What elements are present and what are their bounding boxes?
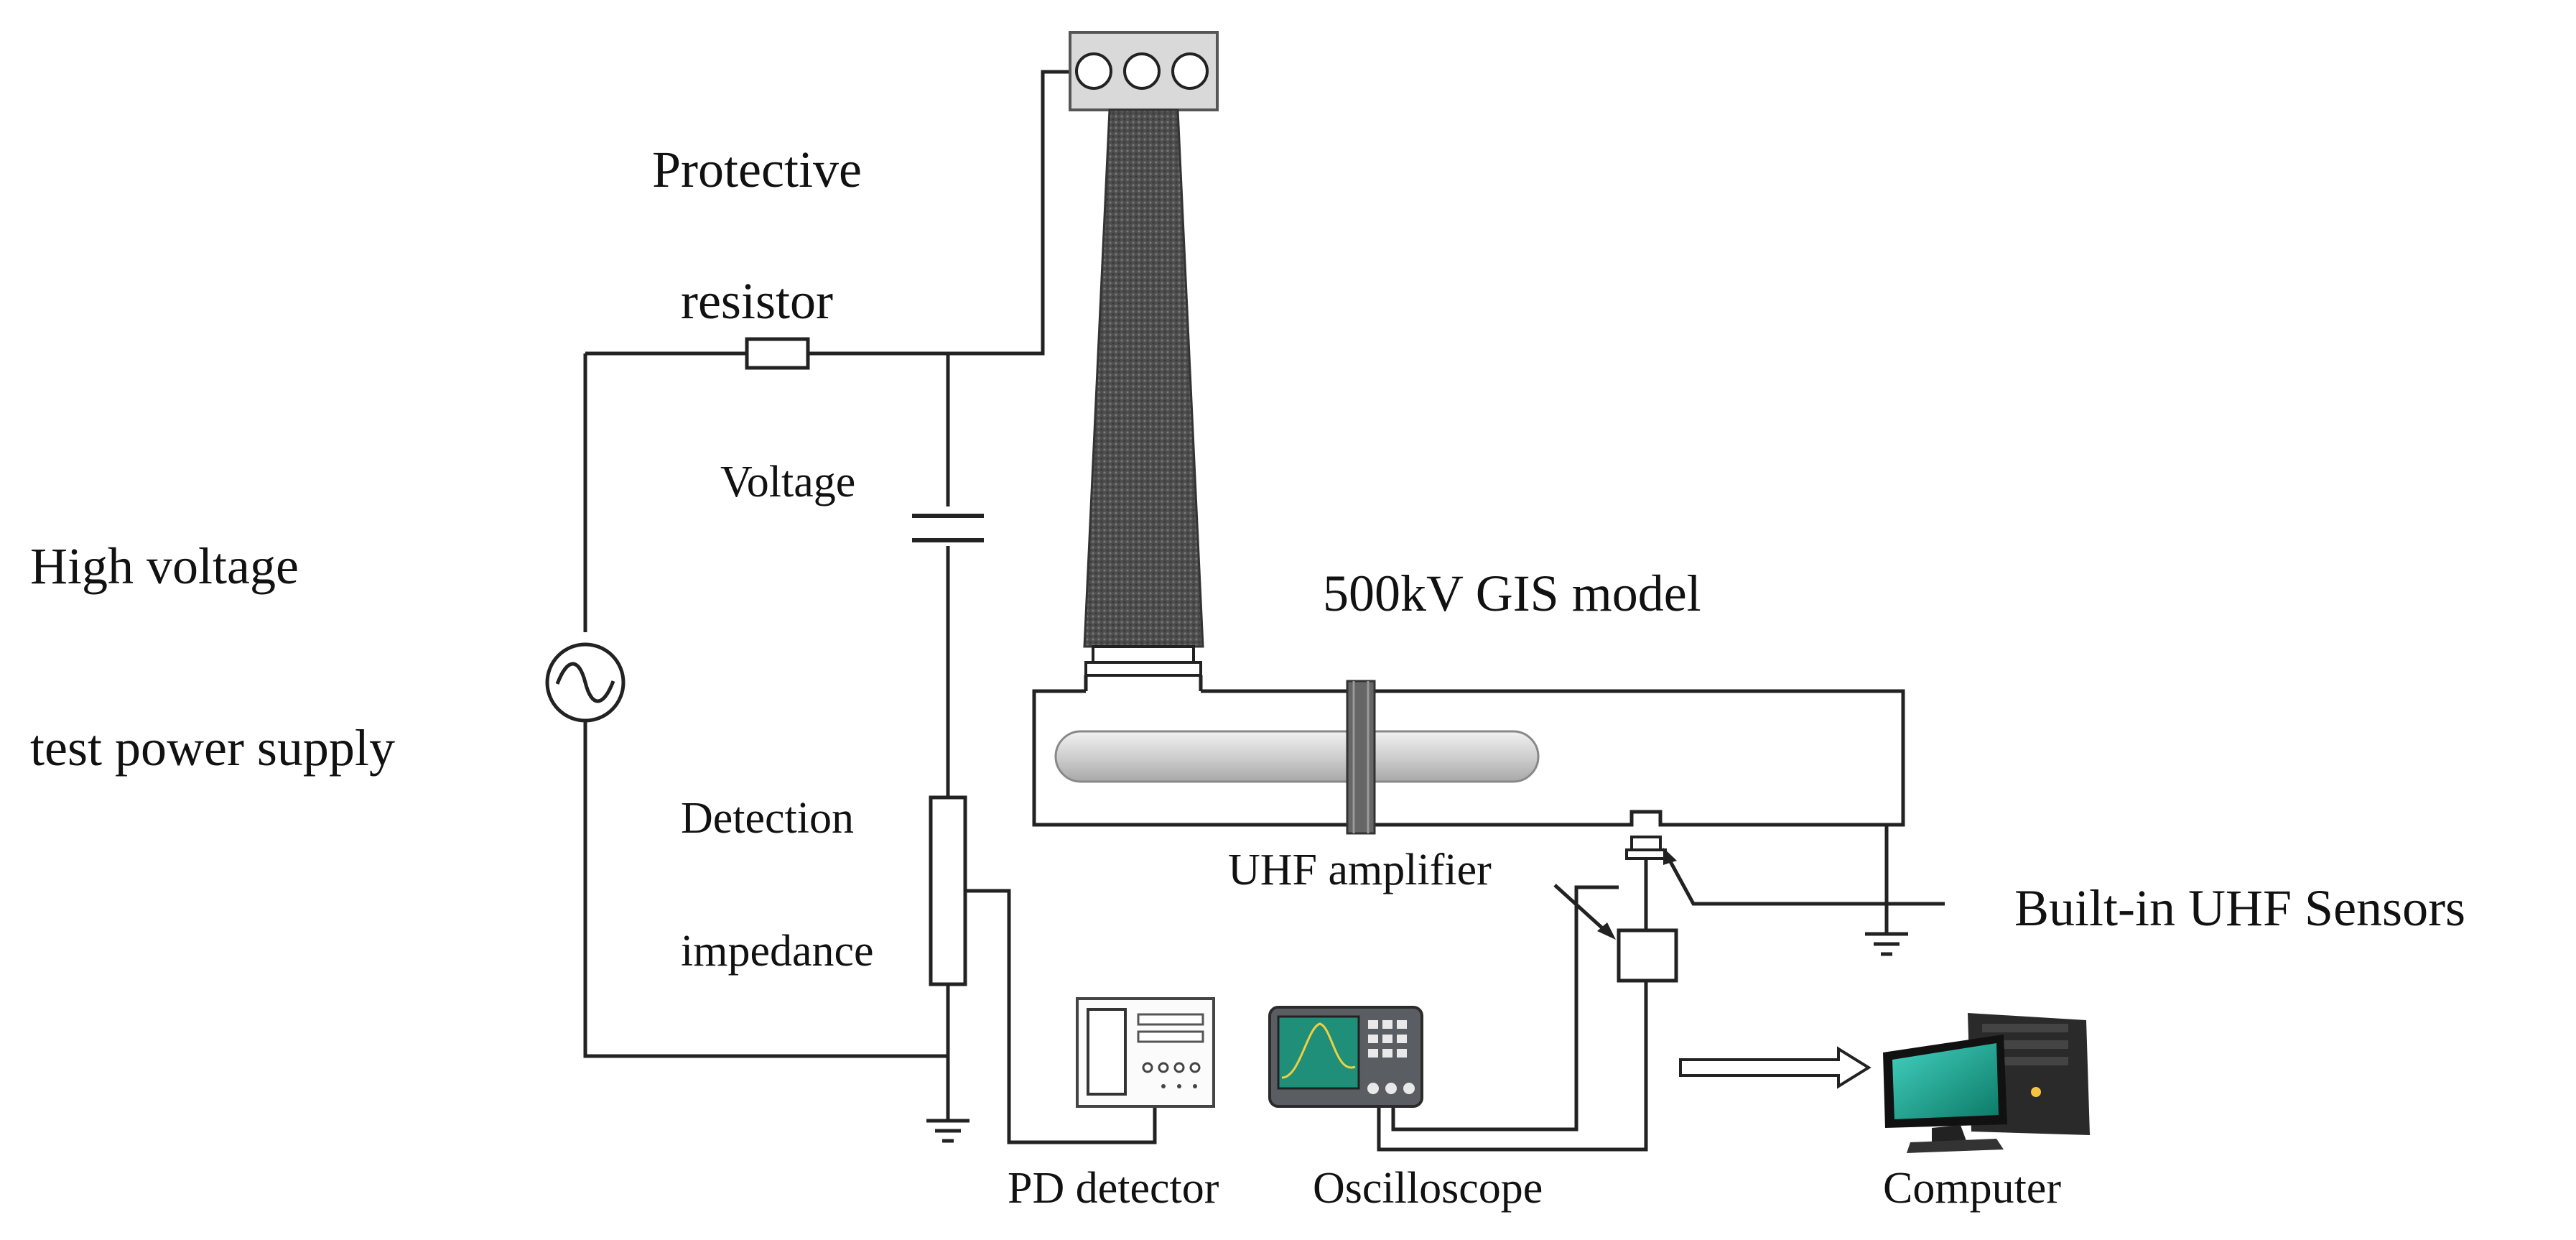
- label-detection-impedance-1: Detection: [681, 794, 855, 843]
- gis-spacer-insulator: [1346, 680, 1376, 835]
- uhf-amplifier-box: [1617, 928, 1678, 983]
- gis-enclosure: [1032, 675, 1905, 835]
- label-detection-impedance-2: impedance: [681, 927, 874, 976]
- label-uhf-amplifier: UHF amplifier: [1228, 846, 1492, 894]
- pd-detector-icon: [1076, 997, 1215, 1108]
- oscilloscope-icon: [1268, 1006, 1423, 1108]
- hv-bushing: [1069, 31, 1219, 677]
- amp-output-wire: [1377, 981, 1648, 1152]
- gis-conductor: [1054, 730, 1540, 783]
- label-voltage: Voltage: [720, 458, 856, 506]
- capacitor-icon: [912, 514, 984, 542]
- label-uhf-sensors: Built-in UHF Sensors: [2014, 879, 2466, 937]
- uhf-sensor-callout: [1665, 855, 1945, 906]
- label-pd-detector: PD detector: [1008, 1164, 1219, 1213]
- label-oscilloscope: Oscilloscope: [1313, 1164, 1543, 1213]
- resistor-icon: [745, 337, 810, 370]
- computer-icon: [1883, 1013, 2090, 1153]
- ac-source-icon: [545, 632, 626, 723]
- uhf-sensor: [1625, 836, 1667, 860]
- detection-output-wire: [965, 889, 1157, 1144]
- label-protective-resistor-2: resistor: [681, 272, 833, 330]
- label-gis-model: 500kV GIS model: [1323, 565, 1701, 622]
- detection-impedance-block: [929, 795, 967, 986]
- ground-icon: [926, 1119, 970, 1143]
- label-hv-supply-1: High voltage: [30, 537, 299, 595]
- ground-icon: [1865, 932, 1908, 956]
- label-protective-resistor-1: Protective: [652, 141, 862, 198]
- amp-to-scope-wire: [1391, 885, 1619, 1132]
- uhf-amp-callout: [1553, 884, 1609, 934]
- hv-loop-wire: [583, 353, 948, 1058]
- label-computer: Computer: [1883, 1164, 2061, 1213]
- label-hv-supply-2: test power supply: [30, 719, 395, 777]
- arrow-right-icon: [1679, 1046, 1871, 1089]
- hv-top-wire: [585, 70, 1084, 356]
